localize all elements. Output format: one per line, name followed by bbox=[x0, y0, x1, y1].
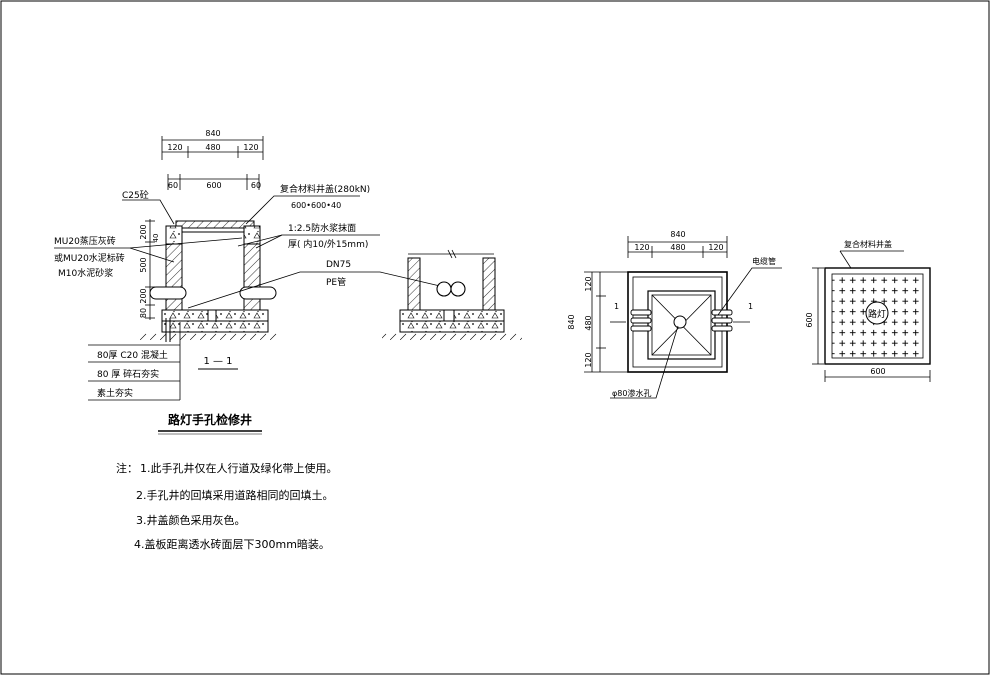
pipe-section-1 bbox=[436, 281, 452, 297]
dim-600: 600 bbox=[206, 181, 221, 190]
plan-dim-480-a: 480 bbox=[670, 243, 685, 252]
note-4: 4.盖板距离透水砖面层下300mm暗装。 bbox=[134, 538, 330, 551]
layer-2: 80 厚 碎石夯实 bbox=[97, 368, 159, 380]
dim-60-left: 60 bbox=[168, 181, 178, 190]
drain-hole bbox=[673, 315, 687, 329]
plan-view: 840 120 480 120 840 120 480 120 bbox=[567, 230, 782, 399]
label-pe: PE管 bbox=[326, 276, 346, 288]
label-cover: 复合材料井盖(280kN) bbox=[280, 183, 370, 195]
pipe-left bbox=[149, 286, 187, 300]
dim-120-right: 120 bbox=[243, 143, 258, 152]
plan-dim-840-left: 840 bbox=[567, 314, 576, 329]
dim-60-right: 60 bbox=[251, 181, 261, 190]
dim-40: 40 bbox=[152, 234, 160, 243]
plan-dim-120-d: 120 bbox=[584, 352, 593, 367]
label-brick-1: MU20蒸压灰砖 bbox=[54, 235, 116, 247]
dim-480: 480 bbox=[205, 143, 220, 152]
plan-inner-chamber bbox=[647, 290, 716, 360]
section-marker-left: 1 bbox=[614, 302, 619, 311]
note-1: 1.此手孔井仅在人行道及绿化带上使用。 bbox=[140, 462, 338, 475]
plan-dim-120-b: 120 bbox=[708, 243, 723, 252]
cover-view: 复合材料井盖 路灯 600 600 bbox=[805, 239, 931, 382]
label-dn75: DN75 bbox=[326, 260, 351, 270]
plan-dim-120-c: 120 bbox=[584, 276, 593, 291]
note-3: 3.井盖颜色采用灰色。 bbox=[136, 514, 246, 527]
gravel-layer bbox=[161, 320, 269, 333]
label-drain-hole: φ80渗水孔 bbox=[612, 388, 651, 398]
layer-1: 80厚 C20 混凝土 bbox=[97, 349, 168, 361]
side-section-view bbox=[382, 249, 522, 340]
notes-prefix: 注： bbox=[116, 462, 138, 475]
dim-120-left: 120 bbox=[167, 143, 182, 152]
plan-dim-120-a: 120 bbox=[634, 243, 649, 252]
brick-wall-left bbox=[165, 243, 183, 311]
pipe-right bbox=[239, 286, 277, 300]
dim-200-bottom: 200 bbox=[139, 288, 148, 303]
section-marker-right: 1 bbox=[748, 302, 753, 311]
label-brick-2: 或MU20水泥标砖 bbox=[54, 252, 125, 264]
dim-840: 840 bbox=[205, 129, 220, 138]
plan-dim-840-top: 840 bbox=[670, 230, 685, 239]
pipe-section-2 bbox=[450, 281, 466, 297]
cover-plate bbox=[175, 220, 255, 229]
cover-dim-width: 600 bbox=[870, 367, 885, 376]
layer-3: 素土夯实 bbox=[97, 387, 133, 399]
dim-80: 80 bbox=[139, 308, 148, 318]
dim-500: 500 bbox=[139, 257, 148, 272]
note-2: 2.手孔井的回填采用道路相同的回填土。 bbox=[136, 489, 334, 502]
brick-wall-right bbox=[243, 243, 261, 311]
plan-dim-480-b: 480 bbox=[584, 315, 593, 330]
label-cable-pipe: 电缆管 bbox=[752, 256, 776, 266]
label-c25: C25砼 bbox=[122, 189, 149, 201]
label-mortar-1: 1:2.5防水浆抹面 bbox=[288, 222, 356, 234]
section-mark: 1 — 1 bbox=[203, 356, 232, 367]
label-mortar-2: 厚( 内10/外15mm) bbox=[288, 238, 368, 250]
label-cover-material: 复合材料井盖 bbox=[844, 239, 892, 249]
section-view: 840 120 480 120 60 600 60 bbox=[54, 129, 441, 401]
drawing-title: 路灯手孔检修井 bbox=[168, 412, 252, 427]
label-cover-size: 600•600•40 bbox=[291, 201, 341, 210]
label-brick-3: M10水泥砂浆 bbox=[58, 267, 113, 279]
cover-dim-height: 600 bbox=[805, 312, 814, 327]
cover-badge bbox=[865, 301, 889, 325]
cover-center-text: 路灯 bbox=[868, 308, 886, 320]
dim-200-top: 200 bbox=[139, 224, 148, 239]
